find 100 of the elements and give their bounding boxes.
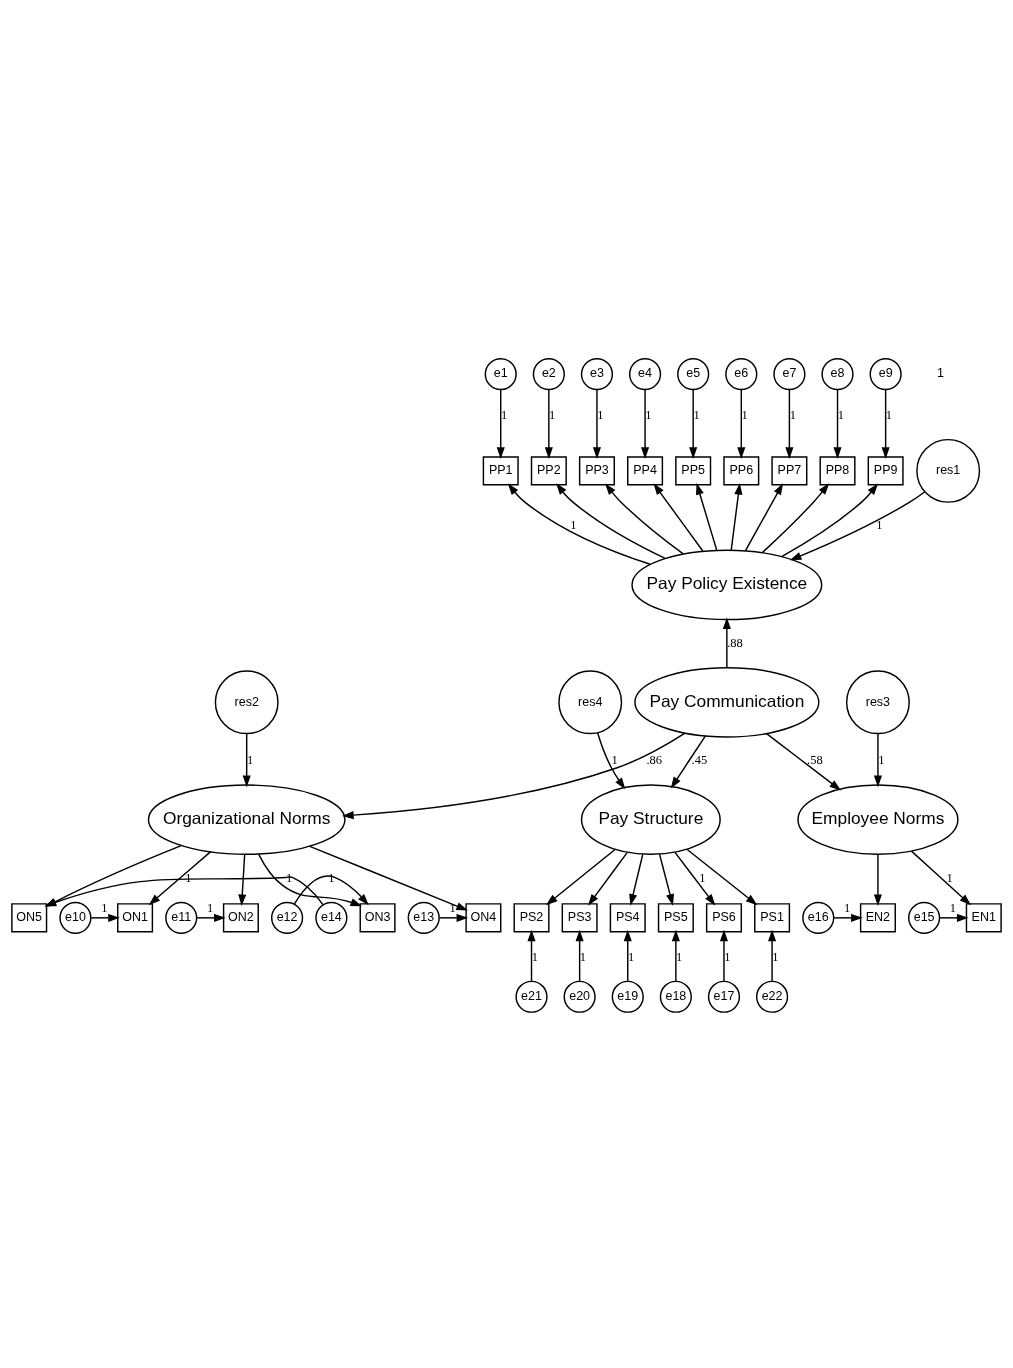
edge-label: 1	[837, 407, 845, 422]
node-box: PS4	[609, 902, 646, 932]
arrow	[873, 853, 882, 906]
edge-label: 1	[207, 900, 214, 914]
node-ellipse: Pay Communication	[634, 666, 820, 738]
edge-label: 1	[876, 517, 883, 532]
arrow	[596, 731, 626, 789]
arrow	[785, 388, 794, 459]
arrow	[342, 731, 686, 819]
arrow	[592, 388, 601, 459]
arrow	[623, 929, 632, 982]
arrow	[939, 913, 969, 922]
edge-label: 1	[611, 752, 618, 767]
edge-label: .58	[807, 752, 823, 767]
arrow	[309, 845, 468, 911]
edge-label: 1	[946, 870, 953, 885]
arrow	[833, 913, 863, 922]
node-circle: e2	[532, 357, 565, 390]
arrow	[527, 929, 536, 982]
node-circle: e4	[628, 357, 662, 390]
edge-label: 1	[676, 949, 683, 964]
edge-label: 1	[949, 900, 957, 914]
node-circle: e1	[484, 357, 517, 390]
node-circle: e21	[515, 980, 548, 1013]
arrow	[768, 929, 777, 982]
arrow	[730, 482, 743, 551]
node-box: PP3	[578, 455, 615, 486]
arrow	[496, 388, 505, 459]
arrow	[873, 732, 882, 787]
node-box: PP5	[675, 455, 712, 486]
node-circle: e7	[773, 357, 806, 390]
arrow	[44, 875, 324, 906]
arrow	[696, 482, 718, 551]
arrow	[258, 853, 363, 906]
node-box: ON3	[359, 902, 396, 932]
node-circle: e18	[659, 980, 692, 1013]
arrow	[641, 388, 650, 459]
node-box: ON1	[117, 902, 154, 932]
arrow	[689, 388, 698, 459]
arrow	[719, 929, 728, 982]
edge-label: 1	[878, 752, 885, 767]
node-circle: e5	[677, 357, 710, 390]
edge-label: 1	[285, 870, 293, 885]
arrow	[761, 482, 830, 553]
node-box: PP1	[482, 455, 519, 486]
edge-label: 1	[185, 870, 192, 885]
arrow	[881, 388, 890, 459]
node-box: PP8	[819, 455, 856, 486]
edge-label: 1	[101, 900, 108, 914]
edge-label: .86	[646, 752, 663, 767]
edge-label: 1	[627, 949, 635, 964]
node-circle: e6	[725, 357, 758, 390]
node-circle: e8	[821, 357, 854, 390]
node-circle: e12	[271, 901, 304, 934]
edge-label: 1	[693, 407, 700, 422]
node-box: PP6	[723, 455, 760, 486]
edge-label: 1	[772, 949, 779, 964]
edge-label: 1	[500, 407, 508, 422]
edge-label: 1	[645, 407, 652, 422]
arrow	[833, 388, 842, 459]
node-box: EN2	[859, 902, 896, 932]
edge-label: 1	[699, 870, 706, 885]
node-box: PP2	[530, 455, 567, 486]
arrow	[722, 616, 731, 668]
arrow	[90, 913, 120, 922]
edge-label: .88	[727, 635, 743, 650]
arrow	[670, 734, 706, 788]
arrow	[671, 929, 680, 982]
arrow	[44, 844, 182, 907]
arrow	[587, 851, 629, 906]
arrow	[686, 848, 758, 905]
edge-label: 1	[597, 407, 604, 422]
arrow	[575, 929, 584, 982]
arrow	[293, 874, 369, 905]
node-circle: e20	[563, 980, 596, 1013]
arrow	[765, 732, 842, 790]
edge-label: .45	[691, 752, 708, 767]
edge-label: 1	[844, 900, 851, 914]
node-circle: e15	[908, 901, 941, 934]
edge-label: 1	[549, 407, 556, 422]
arrow	[507, 482, 651, 565]
arrow	[238, 853, 247, 906]
node-circle: e19	[611, 980, 644, 1013]
node-box: ON2	[222, 902, 259, 932]
arrow	[242, 732, 251, 787]
node-circle: e17	[707, 980, 741, 1013]
node-box: ON4	[465, 902, 502, 932]
arrow	[911, 850, 972, 905]
arrow	[653, 482, 704, 552]
edge-label: 1	[246, 752, 254, 767]
node-box: PS3	[561, 902, 598, 932]
node-circle: e10	[59, 901, 92, 934]
node-circle: e3	[580, 357, 614, 390]
node-circle: e11	[165, 901, 198, 934]
node-box: PS6	[705, 902, 742, 932]
node-circle: e22	[755, 980, 789, 1013]
node-box: PS5	[657, 902, 694, 932]
node-box: PP4	[627, 455, 664, 486]
node-ellipse: Pay Structure	[580, 783, 721, 855]
edge-label: 1	[531, 949, 539, 964]
